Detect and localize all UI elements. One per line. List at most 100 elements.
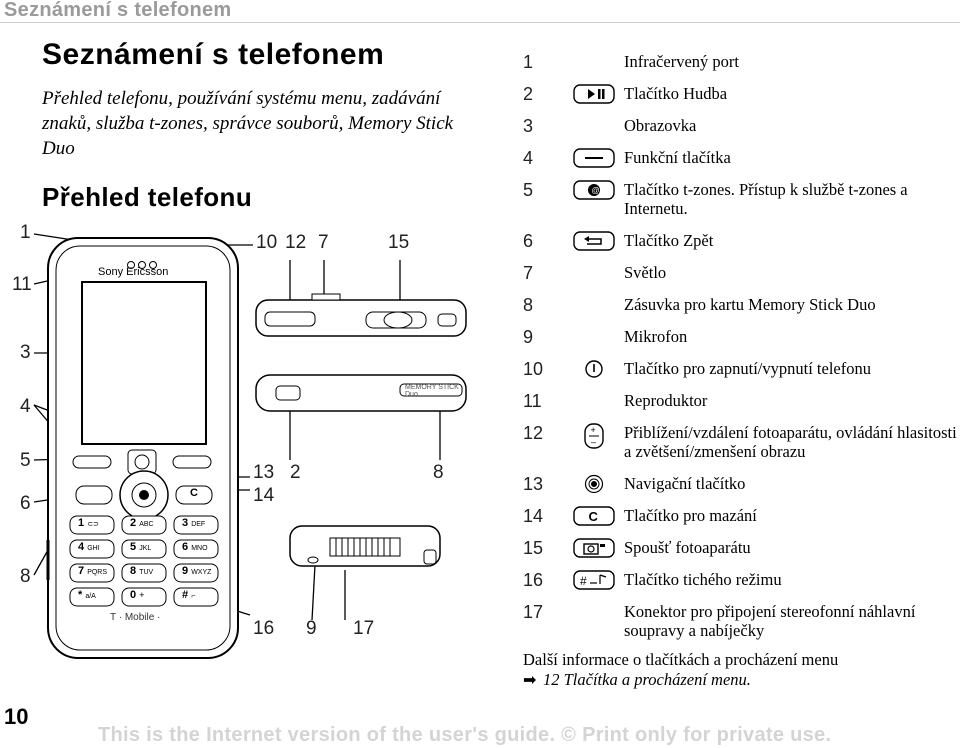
legend-label: Světlo — [624, 263, 667, 282]
legend-label: Přiblížení/vzdálení fotoaparátu, ovládán… — [624, 423, 957, 461]
key-9: 9 WXYZ — [182, 565, 211, 577]
footer-notice: This is the Internet version of the user… — [98, 724, 832, 746]
volume-key-icon: +– — [573, 423, 615, 449]
legend-label: Tlačítko Zpět — [624, 231, 714, 250]
key-4: 4 GHI — [78, 541, 100, 553]
legend-label: Obrazovka — [624, 116, 697, 135]
key-7: 7 PQRS — [78, 565, 107, 577]
callout-1: 1 — [20, 222, 31, 243]
legend-number: 8 — [523, 295, 534, 315]
silent-key-icon: # — [573, 570, 615, 590]
arrow-right-icon: ➡ — [523, 672, 537, 689]
phone-top-view — [255, 293, 467, 337]
legend-number: 6 — [523, 231, 534, 251]
page-number: 10 — [4, 704, 29, 729]
callout-11: 11 — [12, 274, 32, 295]
more-info-reference[interactable]: ➡ 12 Tlačítka a procházení menu. — [523, 670, 960, 691]
legend-number: 1 — [523, 52, 534, 72]
legend-label: Navigační tlačítko — [624, 474, 746, 493]
key-3: 3 DEF — [182, 517, 205, 529]
key-hash: # ⌐ — [182, 589, 195, 601]
page-intro: Přehled telefonu, používání systému menu… — [42, 88, 454, 159]
key-4-letters: GHI — [87, 545, 100, 552]
svg-text:@: @ — [592, 186, 600, 195]
legend-number: 17 — [523, 602, 544, 622]
key-star: * a/A — [78, 589, 96, 601]
key-2: 2 ABC — [130, 517, 154, 529]
callout-4: 4 — [20, 396, 31, 417]
key-2-letters: ABC — [139, 521, 154, 528]
legend-number: 15 — [523, 538, 544, 558]
phone-side-view — [255, 374, 467, 412]
svg-text:#: # — [580, 574, 587, 588]
svg-text:–: – — [591, 437, 596, 447]
key-7-num: 7 — [78, 565, 85, 577]
navigation-key-icon — [573, 474, 615, 494]
section-title: Přehled telefonu — [42, 182, 253, 212]
key-5-num: 5 — [130, 541, 137, 553]
callout-7: 7 — [318, 232, 329, 253]
key-8: 8 TUV — [130, 565, 153, 577]
svg-text:+: + — [591, 425, 596, 435]
key-9-num: 9 — [182, 565, 189, 577]
legend-number: 10 — [523, 359, 544, 379]
key-star-num: * — [78, 589, 83, 601]
legend-label: Tlačítko pro mazání — [624, 506, 757, 525]
legend-label: Tlačítko t-zones. Přístup k službě t-zon… — [624, 180, 908, 218]
legend-number: 11 — [523, 391, 542, 411]
callout-12: 12 — [285, 232, 307, 253]
power-key-icon — [573, 359, 615, 379]
legend-number: 7 — [523, 263, 534, 283]
legend-label: Spoušť fotoaparátu — [624, 538, 751, 557]
key-8-num: 8 — [130, 565, 137, 577]
brand-label: Sony Ericsson — [98, 266, 169, 278]
key-6: 6 MNO — [182, 541, 208, 553]
more-info-link[interactable]: 12 Tlačítka a procházení menu. — [543, 670, 751, 689]
running-header: Seznámení s telefonem — [0, 0, 960, 23]
key-8-letters: TUV — [139, 569, 154, 576]
clear-key-icon: C — [573, 506, 615, 526]
phone-illustration: Sony Ericsson MEMORY STICK Duo T · Mobil… — [0, 220, 470, 660]
key-9-letters: WXYZ — [191, 569, 212, 576]
legend-number: 14 — [523, 506, 544, 526]
key-1-num: 1 — [78, 517, 85, 529]
soft-key-icon — [573, 148, 615, 168]
legend-number: 13 — [523, 474, 544, 494]
callout-9: 9 — [306, 618, 317, 639]
legend-label: Mikrofon — [624, 327, 688, 346]
callout-3: 3 — [20, 342, 31, 363]
t-zones-key-icon: @ — [573, 180, 615, 200]
legend-number: 3 — [523, 116, 534, 136]
legend-label: Tlačítko tichého režimu — [624, 570, 782, 589]
keypad: 1 ⊂⊃ 2 ABC 3 DEF 4 GHI 5 JKL 6 MNO 7 PQR… — [70, 516, 218, 606]
key-2-num: 2 — [130, 517, 137, 529]
phone-drawing — [33, 233, 467, 659]
header-rule — [0, 22, 960, 23]
legend-number: 2 — [523, 84, 534, 104]
legend-label: Reproduktor — [624, 391, 708, 410]
key-0-letters: + — [139, 590, 145, 600]
callout-10: 10 — [256, 232, 278, 253]
svg-text:C: C — [589, 509, 599, 524]
legend-number: 9 — [523, 327, 534, 347]
key-3-num: 3 — [182, 517, 189, 529]
callout-17: 17 — [353, 618, 375, 639]
legend-number: 4 — [523, 148, 534, 168]
legend-number: 5 — [523, 180, 534, 200]
callout-8-left: 8 — [20, 566, 31, 587]
carrier-label: T · Mobile · — [110, 612, 161, 623]
key-star-letters: a/A — [85, 593, 96, 600]
key-5: 5 JKL — [130, 541, 151, 553]
legend-label: Zásuvka pro kartu Memory Stick Duo — [624, 295, 876, 314]
key-0: 0 + — [130, 589, 144, 601]
legend-number: 12 — [523, 423, 544, 443]
key-1-letters: ⊂⊃ — [87, 521, 99, 528]
key-6-num: 6 — [182, 541, 189, 553]
more-info-text: Další informace o tlačítkách a procházen… — [523, 650, 839, 669]
key-hash-num: # — [182, 589, 189, 601]
legend-label: Tlačítko pro zapnutí/vypnutí telefonu — [624, 359, 871, 378]
phone-front — [46, 237, 239, 659]
callout-8: 8 — [433, 462, 444, 483]
key-5-letters: JKL — [139, 545, 152, 552]
legend-label: Konektor pro připojení stereofonní náhla… — [624, 602, 916, 640]
